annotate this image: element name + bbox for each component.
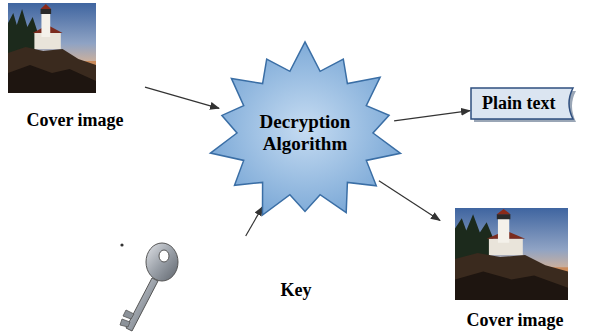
key-node: Key xyxy=(110,236,325,334)
key-icon xyxy=(112,240,182,334)
arrow-connector xyxy=(394,111,470,121)
image-node: Cover image xyxy=(5,0,145,134)
algorithm-starburst: Decryption Algorithm xyxy=(205,40,405,226)
node-label: Plain text xyxy=(482,93,556,114)
node-label: Key xyxy=(268,280,324,301)
node-label: Cover image xyxy=(440,310,590,331)
arrow-connector xyxy=(145,87,219,108)
node-label: Cover image xyxy=(5,110,145,131)
lighthouse-photo xyxy=(455,208,568,300)
arrow-connector xyxy=(246,207,263,236)
node-label: Decryption Algorithm xyxy=(246,111,364,155)
output-box: Plain text xyxy=(470,87,574,120)
arrow-connector xyxy=(379,181,440,221)
lighthouse-photo xyxy=(8,3,96,93)
image-node: Cover image xyxy=(440,205,590,333)
